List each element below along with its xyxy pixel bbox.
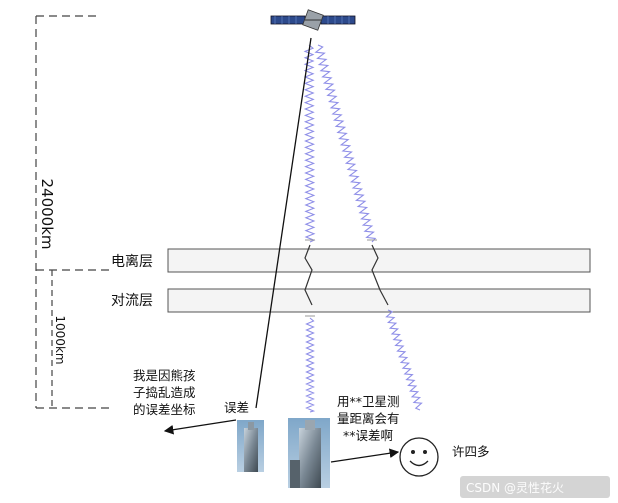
signal-waves — [305, 45, 422, 412]
wave-left-lower — [307, 318, 314, 412]
error-line — [256, 38, 311, 408]
building-icon — [237, 420, 264, 472]
measure-note: 用**卫星测 量距离会有 **误差啊 — [337, 394, 400, 443]
wave-left-upper — [305, 45, 314, 242]
ionosphere-label: 电离层 — [111, 253, 153, 270]
bear-child-note-line-1: 我是因熊孩 — [133, 368, 196, 383]
wave-right-upper — [316, 45, 375, 242]
smiley-face-icon — [400, 438, 438, 476]
troposphere-layer — [168, 289, 590, 312]
person-name-label: 许四多 — [452, 444, 490, 459]
error-label: 误差 — [224, 400, 249, 415]
csdn-watermark: CSDN @灵性花火 — [466, 480, 564, 495]
measure-note-line-3: **误差啊 — [343, 428, 393, 443]
bear-child-note-line-2: 子捣乱造成 — [133, 385, 196, 400]
arrow-to-person — [331, 452, 398, 462]
building-icon-main — [288, 418, 330, 488]
total-altitude-label: 24000km — [38, 178, 56, 249]
measure-note-line-1: 用**卫星测 — [337, 394, 400, 409]
bear-child-note: 我是因熊孩 子捣乱造成 的误差坐标 — [133, 368, 196, 417]
bear-child-note-line-3: 的误差坐标 — [133, 402, 196, 417]
ionosphere-layer — [168, 249, 590, 272]
lower-altitude-label: 1000km — [53, 315, 67, 364]
measure-note-line-2: 量距离会有 — [337, 411, 400, 426]
satellite-icon — [271, 10, 355, 31]
troposphere-label: 对流层 — [111, 293, 153, 309]
arrow-to-bear-note — [165, 420, 236, 431]
